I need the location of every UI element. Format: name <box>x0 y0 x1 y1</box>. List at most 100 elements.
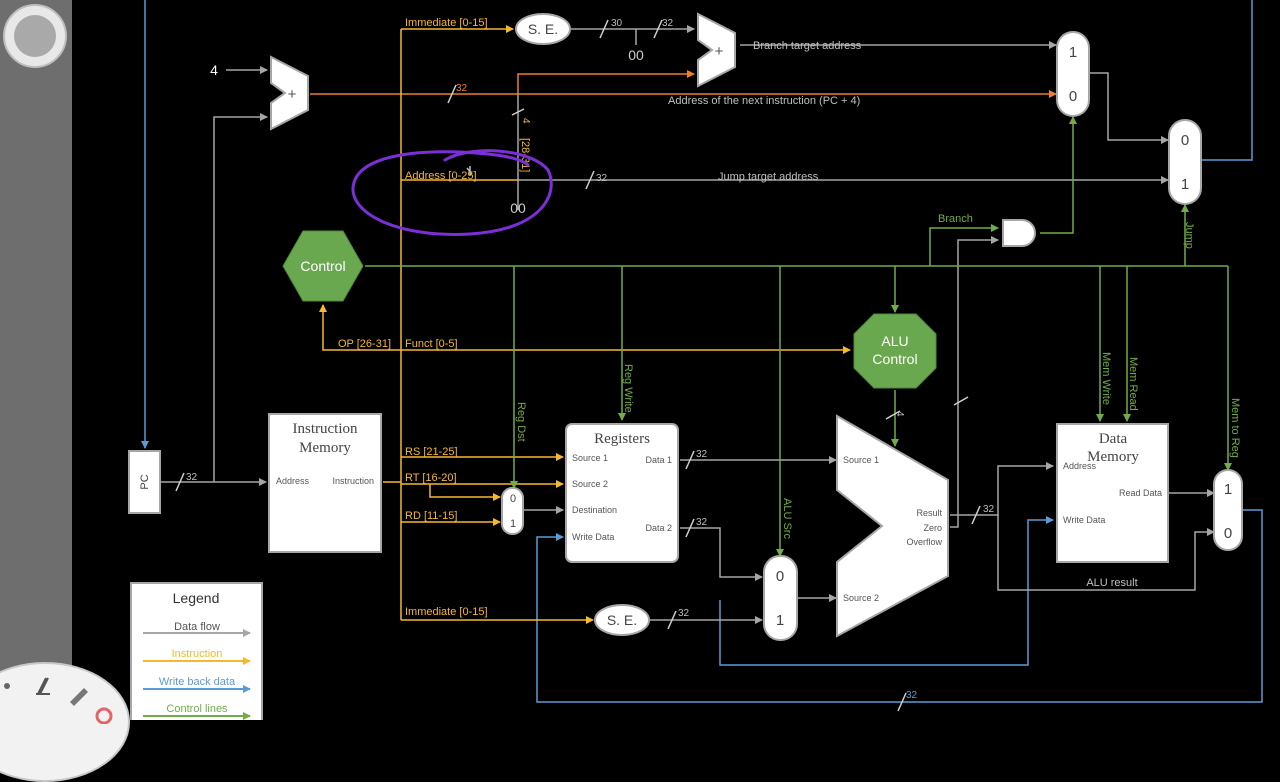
jump-zeros-label: 00 <box>510 200 526 216</box>
datapath-svg: + 4 + S. E. 00 S. E. Control ALU Control… <box>128 0 1263 734</box>
pen-tool-dial[interactable] <box>0 662 130 782</box>
op-field-label: OP [26-31] <box>338 338 391 350</box>
bus-width: 4 <box>894 411 905 417</box>
mux-input-label: 1 <box>510 518 516 530</box>
reg-data1-port: Data 1 <box>645 455 672 465</box>
rt-field-label: RT [16-20] <box>405 472 457 484</box>
legend-item-data-flow: Data flow <box>174 621 220 633</box>
reg-source2-port: Source 2 <box>572 479 608 489</box>
control-label: Control <box>300 258 345 274</box>
reg-write-data-port: Write Data <box>572 532 614 542</box>
datapath-diagram: + 4 + S. E. 00 S. E. Control ALU Control… <box>72 0 1280 734</box>
reg-data2-port: Data 2 <box>645 523 672 533</box>
mux-input-label: 0 <box>1224 525 1232 542</box>
imem-title-1: Instruction <box>293 421 358 437</box>
record-button[interactable] <box>3 4 67 68</box>
sign-extend-bottom: S. E. <box>594 604 650 636</box>
mux-input-label: 0 <box>1069 88 1077 105</box>
registers-title: Registers <box>594 431 650 447</box>
pc-adder: + <box>270 55 309 131</box>
bus-width: 32 <box>678 608 690 619</box>
instruction-wires <box>319 25 851 624</box>
reg-destination-port: Destination <box>572 505 617 515</box>
left-tool-panel <box>0 0 72 720</box>
dmem-address-port: Address <box>1063 461 1097 471</box>
address-field-label: Address [0-25] <box>405 170 477 182</box>
register-file: Registers Source 1 Source 2 Destination … <box>565 423 679 563</box>
and-gate <box>1002 219 1036 247</box>
bus-width: 32 <box>596 173 608 184</box>
jump-target-label: Jump target address <box>718 171 819 183</box>
legend-item-instruction: Instruction <box>172 648 223 660</box>
alu-result-wire-label: ALU result <box>1086 577 1137 589</box>
pc-register: PC <box>128 450 161 514</box>
settings-dot-icon <box>4 683 10 689</box>
alu-result-port: Result <box>916 508 942 518</box>
imem-title-2: Memory <box>299 440 351 456</box>
rd-field-label: RD [11-15] <box>405 510 457 522</box>
adder-symbol: + <box>288 86 297 103</box>
reg-dst-mux: 0 1 <box>501 487 524 535</box>
mux-input-label: 0 <box>1181 132 1189 149</box>
mux-input-label: 1 <box>776 612 784 629</box>
branch-mux: 1 0 <box>1056 31 1090 117</box>
alu-control-unit: ALU Control <box>853 313 937 389</box>
mux-input-label: 0 <box>510 493 516 505</box>
constant-four: 4 <box>210 62 218 78</box>
instruction-memory: Instruction Memory Address Instruction <box>268 413 382 553</box>
shift-zeros-label: 00 <box>628 47 644 63</box>
funct-field-label: Funct [0-5] <box>405 338 458 350</box>
mem-to-reg-signal-label: Mem to Reg <box>1229 398 1241 458</box>
bus-width: 32 <box>983 504 995 515</box>
mux-input-label: 0 <box>776 568 784 585</box>
pc-plus4-wires <box>310 70 1057 98</box>
pc-label: PC <box>139 474 151 489</box>
pen-tool-icon[interactable] <box>36 677 50 695</box>
alu-source2-port: Source 2 <box>843 593 879 603</box>
dmem-read-data-port: Read Data <box>1119 488 1162 498</box>
sign-extend-label: S. E. <box>528 21 558 37</box>
dmem-title-1: Data <box>1099 431 1128 447</box>
bus-width: 32 <box>906 690 918 701</box>
mem-read-signal-label: Mem Read <box>1127 357 1139 411</box>
bus-width: 32 <box>186 472 198 483</box>
bus-width: 32 <box>696 449 708 460</box>
pc-plus4-label: Address of the next instruction (PC + 4) <box>668 95 860 107</box>
eraser-icon[interactable] <box>70 688 88 706</box>
bus-width-labels: 30 32 32 4 32 32 32 32 4 32 32 32 <box>186 18 995 701</box>
immediate-bottom-label: Immediate [0-15] <box>405 606 488 618</box>
bus-width: 32 <box>696 517 708 528</box>
alu-control-label-1: ALU <box>881 333 908 349</box>
data-flow-wires <box>160 25 1215 624</box>
alu-overflow-port: Overflow <box>906 537 942 547</box>
rs-field-label: RS [21-25] <box>405 446 458 458</box>
branch-signal-label: Branch <box>938 213 973 225</box>
jump-signal-label: Jump <box>1183 222 1195 249</box>
color-picker-icon[interactable] <box>95 707 113 725</box>
bus-width: 32 <box>456 83 468 94</box>
imem-address-port: Address <box>276 476 310 486</box>
alu-control-label-2: Control <box>872 351 917 367</box>
immediate-top-label: Immediate [0-15] <box>405 17 488 29</box>
alu-source1-port: Source 1 <box>843 455 879 465</box>
reg-dst-signal-label: Reg Dst <box>515 402 527 442</box>
bus-slashes <box>175 19 981 712</box>
adder-symbol: + <box>715 43 724 60</box>
sign-extend-label: S. E. <box>607 612 637 628</box>
mux-input-label: 1 <box>1224 481 1232 498</box>
bus-width: 4 <box>520 118 531 124</box>
data-memory: Data Memory Address Write Data Read Data <box>1056 423 1169 563</box>
instruction-field-labels: Immediate [0-15] [28-31] Address [0-25] … <box>338 17 531 618</box>
dial-icons <box>4 677 113 725</box>
legend: Legend Data flow Instruction Write back … <box>130 582 263 734</box>
mem-write-signal-label: Mem Write <box>1100 352 1112 405</box>
control-unit: Control <box>282 230 364 302</box>
bus-width: 30 <box>611 18 623 29</box>
bus-width: 32 <box>662 18 674 29</box>
legend-item-control-lines: Control lines <box>166 703 228 715</box>
alu: Source 1 Source 2 Result Zero Overflow <box>836 414 949 638</box>
reg-source1-port: Source 1 <box>572 453 608 463</box>
pen-annotation <box>351 149 553 236</box>
legend-item-write-back: Write back data <box>159 676 236 688</box>
mem-to-reg-mux: 1 0 <box>1213 469 1243 551</box>
